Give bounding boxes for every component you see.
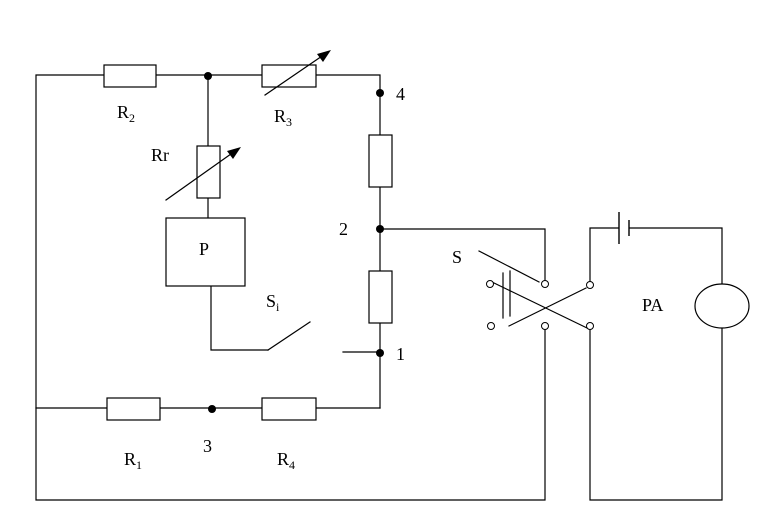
label-s: S [452,247,462,267]
wire-node2-to-s [379,228,546,281]
label-r2: R2 [117,102,135,125]
battery-icon [618,212,630,244]
resistor-r1 [106,397,161,421]
label-r1: R1 [124,449,142,472]
junction-node1 [376,349,384,357]
resistor-right-lower [368,270,393,324]
label-p: P [199,239,209,259]
label-r4: R4 [277,449,295,472]
r3-variable-arrow [264,50,331,96]
reversing-switch-s [478,250,594,330]
wire-top-right [315,74,381,136]
wire-pa-return [589,327,723,501]
resistor-r3 [261,64,317,88]
junction-node4 [376,89,384,97]
resistor-right-upper [368,134,393,188]
device-p-box [165,217,246,287]
junction-top [204,72,212,80]
label-pa: PA [642,295,663,315]
wire-si-lead [210,285,269,351]
junction-node3 [208,405,216,413]
label-rr: Rr [151,145,169,165]
wire-battery-to-pa [629,227,723,285]
rr-variable-arrow [165,147,241,201]
resistor-r2 [103,64,157,88]
wire-s-to-battery [589,227,619,282]
label-node1: 1 [396,344,405,364]
resistor-rr [196,145,221,199]
resistor-r4 [261,397,317,421]
label-r3: R3 [274,106,292,129]
wires [35,74,723,501]
wire-outer-left [35,74,546,501]
label-node2: 2 [339,219,348,239]
switch-si-blade [267,321,311,351]
ammeter-pa-circle [694,283,750,329]
label-node3: 3 [203,436,212,456]
label-si: Si [266,291,280,314]
junction-node2 [376,225,384,233]
label-node4: 4 [396,84,405,104]
